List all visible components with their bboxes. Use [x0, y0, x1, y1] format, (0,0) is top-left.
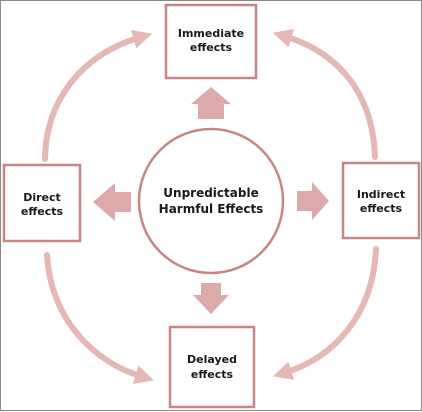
- direct-effects-label-line1: Direct: [23, 191, 61, 204]
- immediate-effects-box: [164, 3, 258, 80]
- arc-arrow-direct-to-delayed: [44, 252, 155, 384]
- block-arrow-right: [297, 182, 329, 220]
- arc-arrow-indirect-to-delayed: [272, 246, 379, 380]
- indirect-effects-box: [341, 161, 421, 240]
- indirect-effects-label-line2: effects: [360, 202, 403, 215]
- center-circle: [137, 127, 285, 275]
- center-label-line2: Harmful Effects: [159, 202, 264, 216]
- immediate-effects-label-line2: effects: [190, 41, 233, 54]
- direct-effects-box: [2, 163, 82, 243]
- block-arrow-left: [93, 183, 131, 221]
- block-arrow-up: [191, 87, 231, 119]
- center-label-line1: Unpredictable: [163, 186, 258, 200]
- block-arrow-down: [193, 283, 229, 314]
- delayed-effects-box: [168, 325, 256, 409]
- delayed-effects-label-line1: Delayed: [187, 353, 237, 366]
- immediate-effects-label-line1: Immediate: [178, 27, 244, 40]
- delayed-effects-label-line2: effects: [191, 368, 234, 381]
- indirect-effects-label-line1: Indirect: [357, 188, 405, 201]
- arc-arrow-direct-to-immediate: [42, 29, 153, 162]
- direct-effects-label-line2: effects: [21, 205, 64, 218]
- arc-arrow-indirect-to-immediate: [272, 29, 378, 160]
